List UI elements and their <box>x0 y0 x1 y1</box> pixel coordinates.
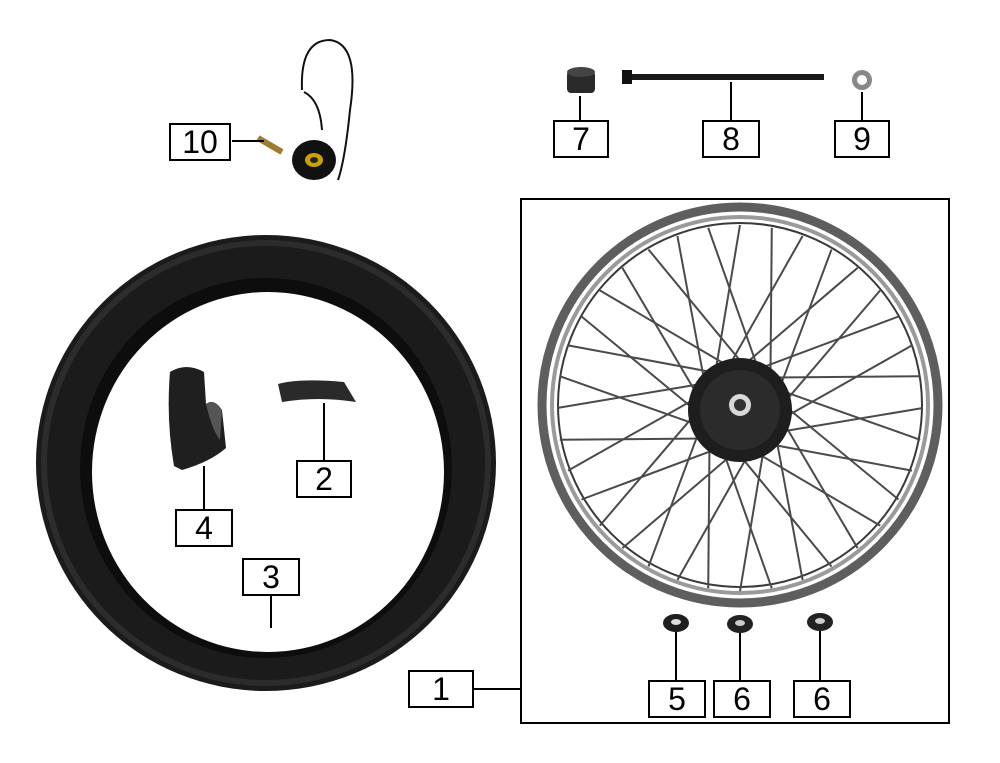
spoke <box>599 414 696 527</box>
spoke <box>714 224 741 369</box>
spoke <box>746 267 859 364</box>
callout-1: 1 <box>408 670 474 708</box>
callout-6b: 6 <box>793 680 851 718</box>
collar-5 <box>663 614 689 632</box>
spoke <box>784 344 913 419</box>
spoke <box>779 407 924 434</box>
spoke <box>567 344 712 373</box>
callout-7: 7 <box>553 120 609 158</box>
spoke <box>707 227 758 366</box>
callout-9: 9 <box>834 120 890 158</box>
nut-6a <box>727 615 753 633</box>
spoke <box>581 447 719 501</box>
callout-3: 3 <box>242 558 300 596</box>
spoke <box>738 453 833 568</box>
tire <box>36 235 496 691</box>
spoke <box>768 443 913 472</box>
collar-7 <box>567 67 595 93</box>
leader-lines <box>203 82 863 690</box>
rim-strip <box>168 367 226 470</box>
spoke <box>782 390 921 441</box>
spoke <box>722 450 773 589</box>
callout-10: 10 <box>169 123 231 161</box>
callout-8: 8 <box>702 120 760 158</box>
spoke <box>779 249 833 387</box>
spoke <box>774 375 921 379</box>
spoke <box>676 235 705 380</box>
callout-5: 5 <box>648 680 706 718</box>
spoke <box>621 267 698 394</box>
spokes <box>556 224 924 592</box>
rim-tape <box>278 380 356 402</box>
spoke <box>775 436 804 581</box>
spoke <box>782 422 859 549</box>
nut-9 <box>852 70 872 90</box>
spoke <box>707 442 711 589</box>
callout-6a: 6 <box>713 680 771 718</box>
spoke <box>559 437 706 441</box>
axle-8 <box>622 70 824 84</box>
spoke <box>599 289 726 366</box>
spoke <box>754 450 881 527</box>
wheel-frame <box>520 198 950 724</box>
spoke <box>729 235 804 364</box>
spoke <box>556 382 701 409</box>
spoke <box>580 315 695 410</box>
spoke <box>621 452 734 549</box>
spoke <box>784 289 881 402</box>
spoke <box>647 248 742 363</box>
spoke <box>676 452 751 581</box>
spoke <box>559 375 698 426</box>
callout-2: 2 <box>296 460 352 498</box>
spoke <box>647 429 701 567</box>
callout-4: 4 <box>175 509 233 547</box>
spoke <box>761 315 899 369</box>
nut-6b <box>807 613 833 631</box>
speedometer-drive-10 <box>256 38 354 181</box>
spoke <box>785 406 900 501</box>
spoke <box>769 227 773 374</box>
spoke <box>739 447 766 592</box>
wheel-assembly <box>537 202 943 608</box>
spoke <box>567 397 696 472</box>
